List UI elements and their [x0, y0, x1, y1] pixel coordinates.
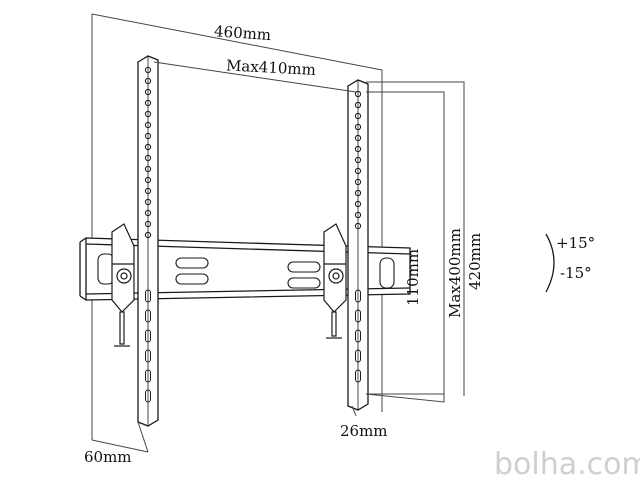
arm-depth-label: 26mm — [340, 422, 388, 440]
mounting-hole — [144, 66, 152, 74]
mounting-slot — [355, 369, 361, 383]
mounting-hole — [354, 90, 362, 98]
mounting-hole — [144, 176, 152, 184]
mounting-hole — [144, 187, 152, 195]
mounting-hole — [354, 222, 362, 230]
mounting-hole — [144, 198, 152, 206]
mounting-hole — [354, 211, 362, 219]
mounting-hole — [144, 88, 152, 96]
mounting-hole — [144, 154, 152, 162]
watermark: bolha.com — [494, 447, 640, 480]
overall-width-label: 460mm — [214, 22, 272, 44]
max-410-dimension-line — [153, 61, 357, 93]
mounting-slot — [145, 349, 151, 363]
mounting-hole — [354, 200, 362, 208]
mounting-slot — [355, 289, 361, 303]
mounting-hole — [144, 77, 152, 85]
mounting-hole — [144, 209, 152, 217]
wall-depth-label: 60mm — [84, 448, 132, 466]
left-tilt-bracket — [111, 223, 135, 347]
mounting-hole — [354, 112, 362, 120]
mounting-hole — [144, 132, 152, 140]
mounting-hole — [144, 143, 152, 151]
mounting-hole — [354, 189, 362, 197]
mounting-slot — [355, 309, 361, 323]
max-hole-spacing-horizontal-label: Max410mm — [226, 56, 317, 79]
right-arm-holes — [354, 90, 362, 230]
tilt-up-label: +15° — [556, 234, 595, 252]
mounting-hole — [144, 110, 152, 118]
wall-plane-outline — [91, 13, 383, 453]
left-arm-slots — [145, 289, 151, 403]
mounting-hole — [144, 220, 152, 228]
left-arm-holes — [144, 66, 152, 239]
mounting-hole — [144, 121, 152, 129]
mounting-hole — [354, 178, 362, 186]
depth-dimension-lines — [137, 405, 357, 453]
right-tilt-bracket — [323, 223, 347, 339]
mounting-slot — [145, 289, 151, 303]
mounting-hole — [144, 99, 152, 107]
mounting-hole — [354, 167, 362, 175]
mounting-slot — [355, 349, 361, 363]
mounting-hole — [144, 165, 152, 173]
mounting-hole — [144, 231, 152, 239]
tilt-arc-icon — [545, 233, 555, 293]
mounting-slot — [355, 329, 361, 343]
height-dimension-lines — [365, 81, 465, 403]
mounting-hole — [354, 156, 362, 164]
tilt-down-label: -15° — [560, 264, 592, 282]
mounting-hole — [354, 101, 362, 109]
mounting-slot — [145, 329, 151, 343]
mounting-slot — [145, 309, 151, 323]
mounting-hole — [354, 145, 362, 153]
mounting-hole — [354, 123, 362, 131]
mounting-hole — [354, 134, 362, 142]
wall-plate-slots — [97, 253, 395, 289]
right-arm-slots — [355, 289, 361, 383]
max-hole-spacing-vertical-label: Max400mm — [446, 228, 464, 318]
overall-height-label: 420mm — [466, 233, 484, 290]
bracket-height-label: 110mm — [404, 249, 422, 306]
mounting-slot — [145, 369, 151, 383]
mounting-slot — [145, 389, 151, 403]
